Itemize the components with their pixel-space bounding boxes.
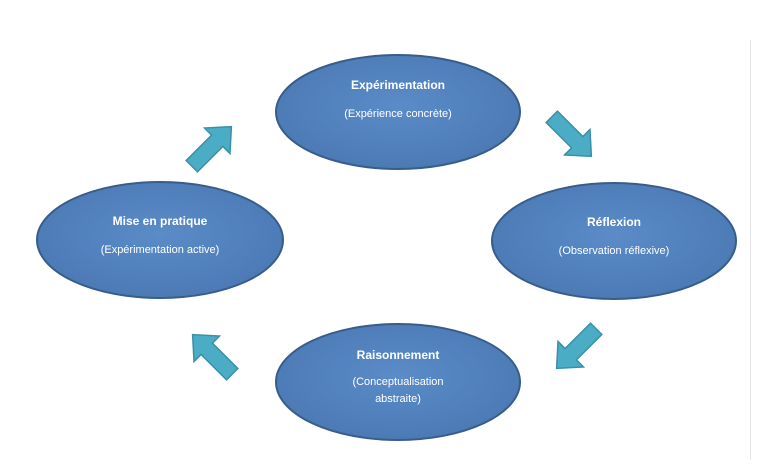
mise-en-pratique-ellipse [36,181,284,299]
experimentation-ellipse [275,54,521,170]
arrow-bottom-left [191,333,239,381]
arrow-top-left [185,125,233,173]
raisonnement-ellipse [275,323,521,441]
arrow-top-right [545,110,593,158]
arrow-bottom-right [555,322,603,370]
reflexion-ellipse [491,182,737,300]
page-edge-divider [750,40,751,460]
